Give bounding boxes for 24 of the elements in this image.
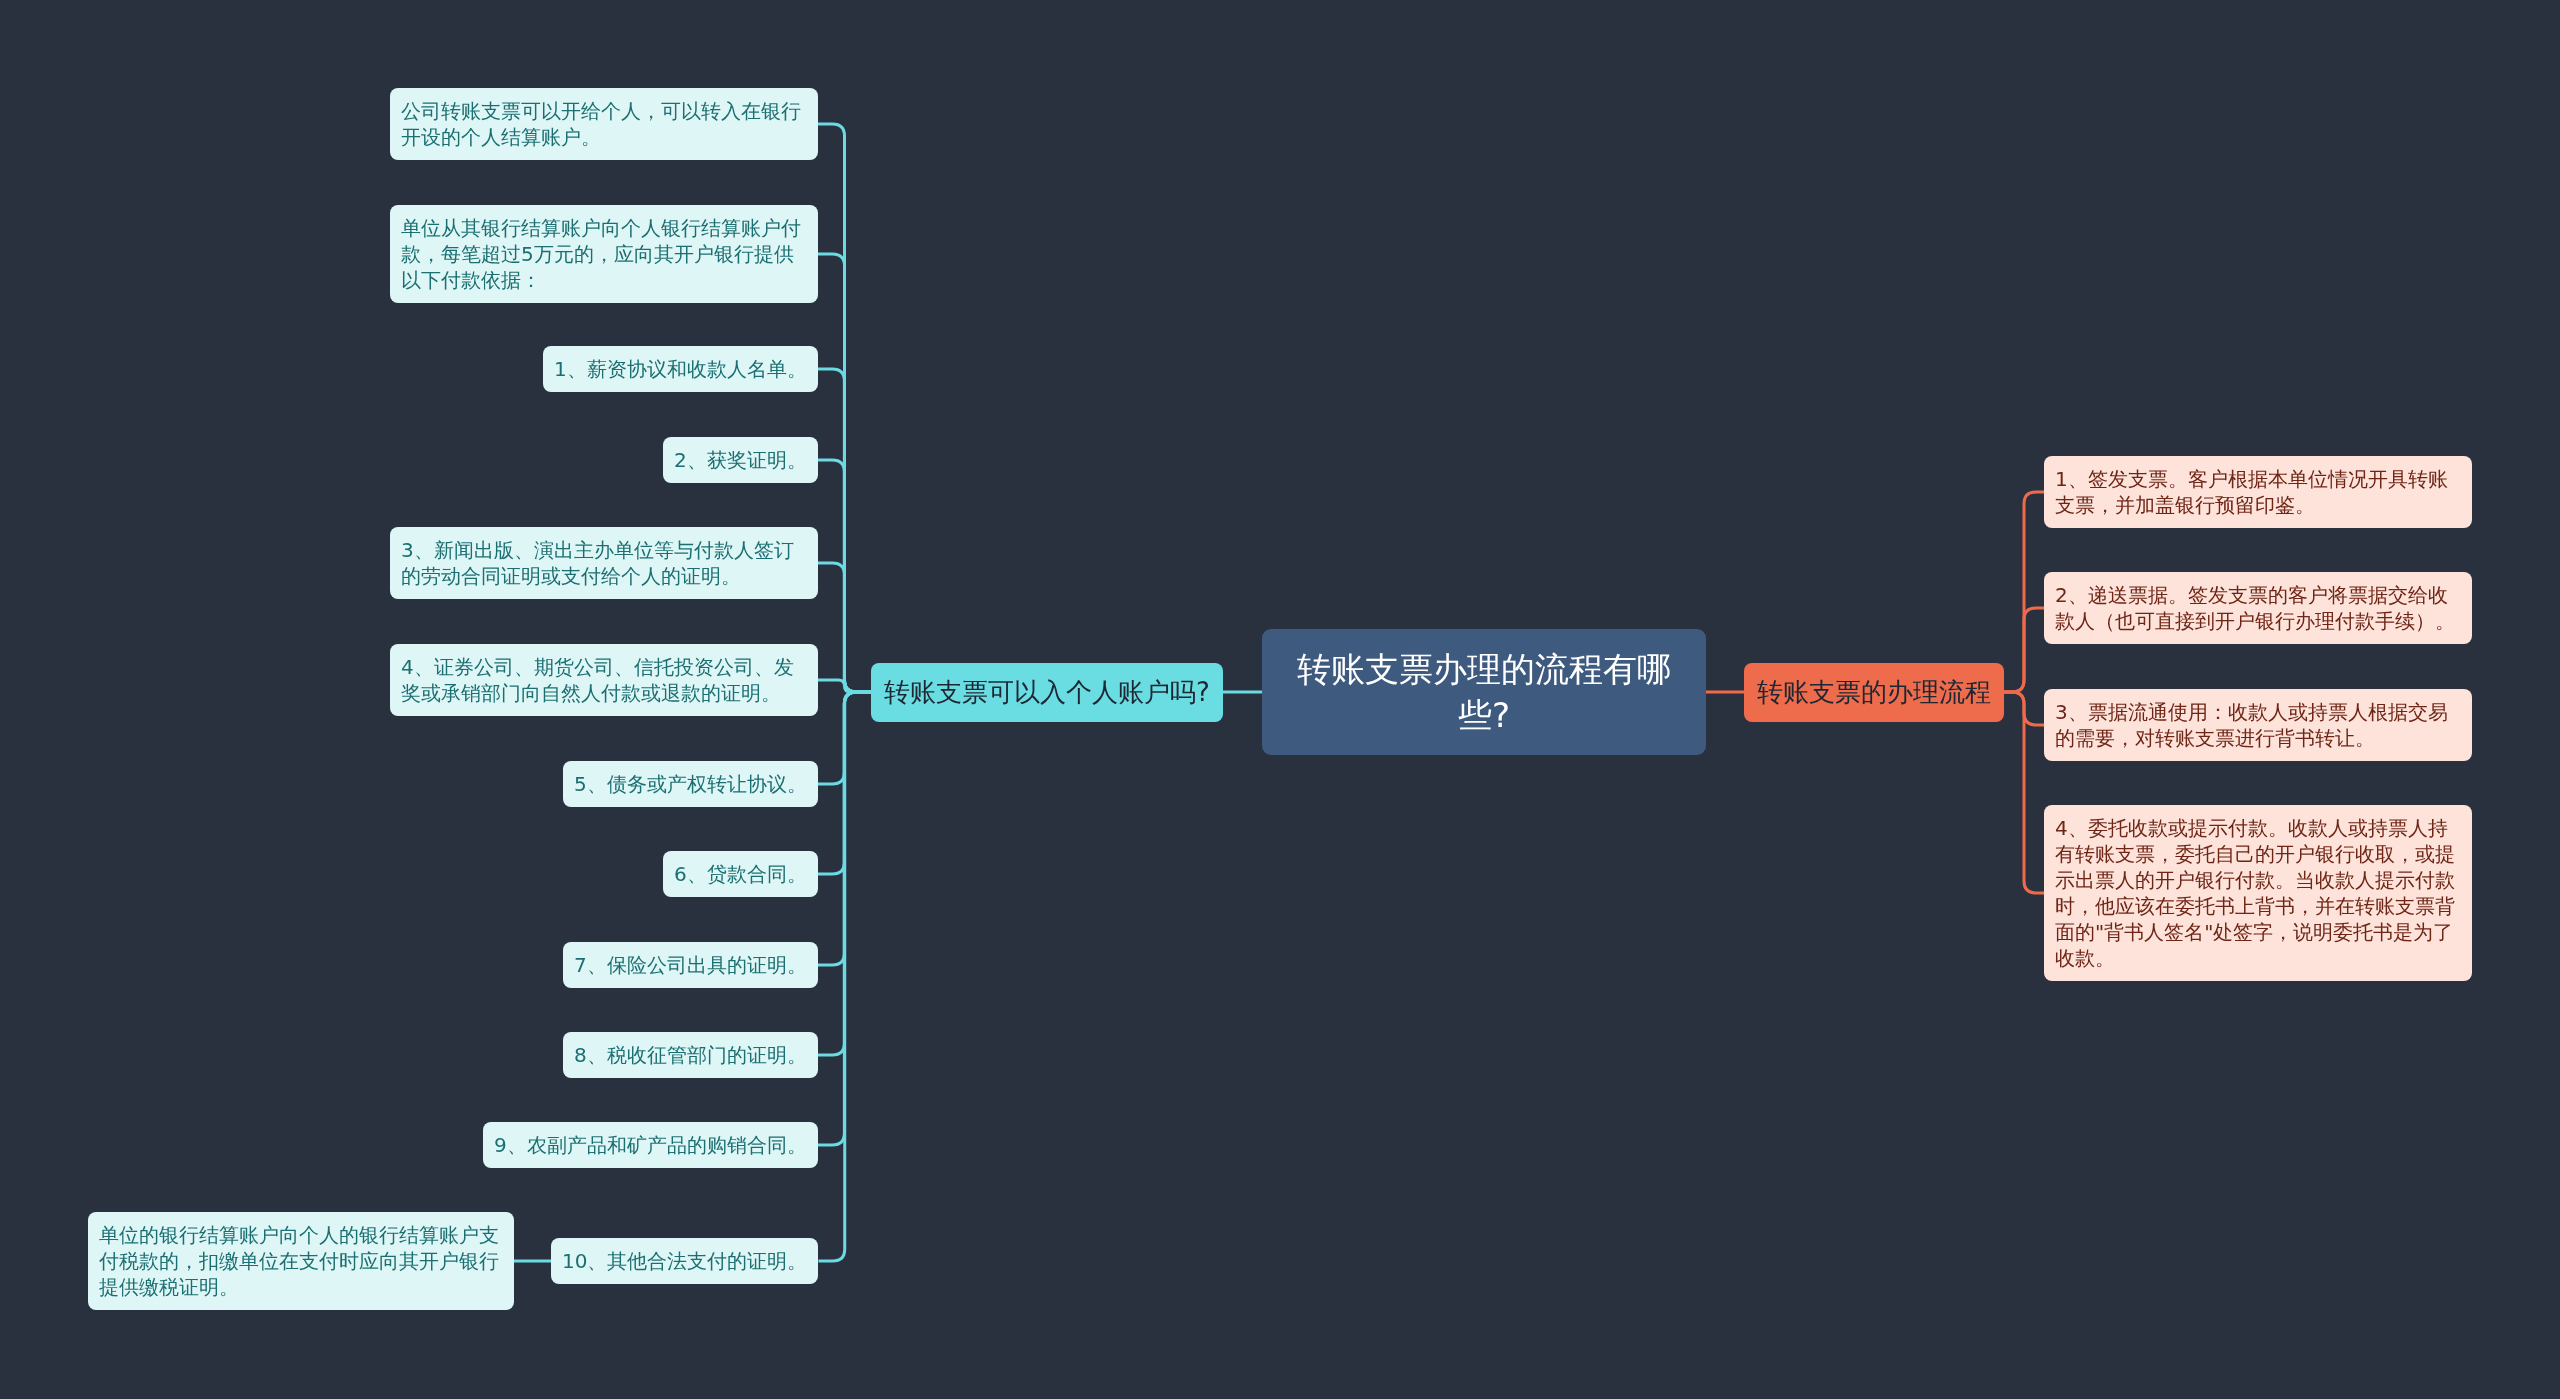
central-topic-box: 转账支票办理的流程有哪些? <box>1262 629 1706 755</box>
subtopic-box: 单位的银行结算账户向个人的银行结算账户支付税款的，扣缴单位在支付时应向其开户银行提供缴税证明。 <box>88 1212 514 1310</box>
subtopic-box: 2、递送票据。签发支票的客户将票据交给收款人（也可直接到开户银行办理付款手续）。 <box>2044 572 2472 644</box>
subtopic-box: 公司转账支票可以开给个人，可以转入在银行开设的个人结算账户。 <box>390 88 818 160</box>
subtopic-box: 4、证券公司、期货公司、信托投资公司、发奖或承销部门向自然人付款或退款的证明。 <box>390 644 818 716</box>
connector-line <box>1222 690 1262 694</box>
subtopic-box: 9、农副产品和矿产品的购销合同。 <box>483 1122 818 1168</box>
connector-line <box>2004 690 2044 895</box>
subtopic-box: 6、贷款合同。 <box>663 851 818 897</box>
connector-line <box>1706 690 1744 694</box>
branch-topic-box: 转账支票的办理流程 <box>1744 662 2004 722</box>
subtopic-box: 3、票据流通使用：收款人或持票人根据交易的需要，对转账支票进行背书转让。 <box>2044 689 2472 761</box>
subtopic-box: 5、债务或产权转让协议。 <box>563 761 818 807</box>
subtopic-box: 3、新闻出版、演出主办单位等与付款人签订的劳动合同证明或支付给个人的证明。 <box>390 527 818 599</box>
subtopic-box: 单位从其银行结算账户向个人银行结算账户付款，每笔超过5万元的，应向其开户银行提供以下付款依据： <box>390 205 818 303</box>
subtopic-box: 8、税收征管部门的证明。 <box>563 1032 818 1078</box>
branch-topic-box: 转账支票可以入个人账户吗? <box>871 662 1223 722</box>
subtopic-box: 1、薪资协议和收款人名单。 <box>543 346 818 392</box>
subtopic-box: 2、获奖证明。 <box>663 437 818 483</box>
connector-line <box>514 1259 551 1263</box>
subtopic-box: 7、保险公司出具的证明。 <box>563 942 818 988</box>
subtopic-box: 1、签发支票。客户根据本单位情况开具转账支票，并加盖银行预留印鉴。 <box>2044 456 2472 528</box>
subtopic-box: 4、委托收款或提示付款。收款人或持票人持有转账支票，委托自己的开户银行收取，或提示出票人的开户银行付款。当收款人提示付款时，他应该在委托书上背书，并在转账支票背面的"背书人签名"处签字，说明委托书是为了收款。 <box>2044 805 2472 981</box>
subtopic-box: 10、其他合法支付的证明。 <box>551 1238 819 1284</box>
